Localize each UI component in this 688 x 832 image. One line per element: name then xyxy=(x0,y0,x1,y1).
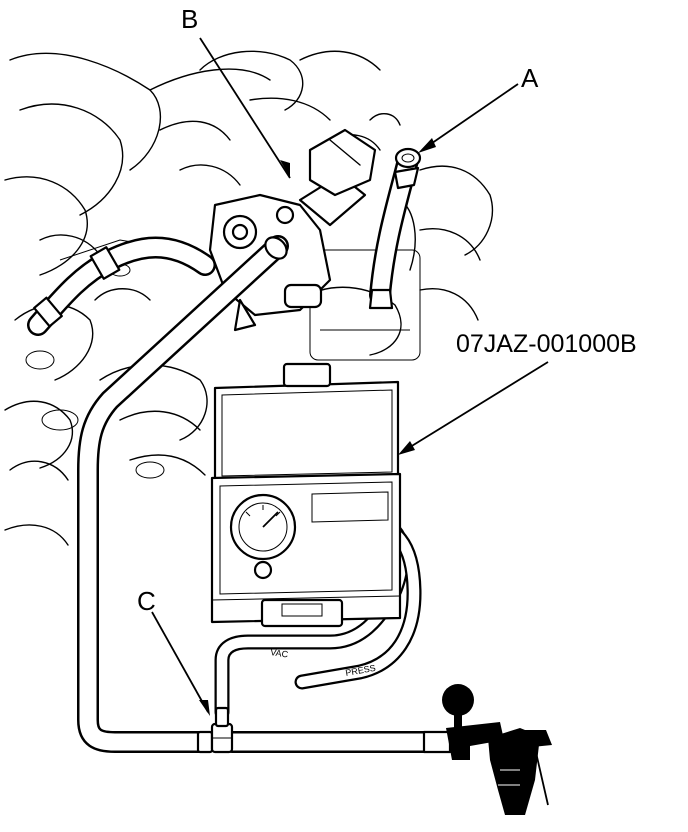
callout-label-a: A xyxy=(521,63,539,93)
pressure-tester-kit xyxy=(210,362,402,628)
component-c-t-fitting xyxy=(196,706,234,754)
component-a-hose xyxy=(368,113,422,310)
callout-label-c: C xyxy=(137,586,156,616)
engine-background-sketch xyxy=(4,50,494,546)
hand-vacuum-pump-icon xyxy=(422,684,552,815)
tool-part-number-label: 07JAZ-001000B xyxy=(456,330,637,358)
left-upper-hose xyxy=(27,236,216,336)
callout-label-b: B xyxy=(181,4,198,34)
callout-leaders xyxy=(151,37,549,716)
vac-hose-marking: VAC xyxy=(270,647,290,659)
main-pressure-hose xyxy=(77,235,289,753)
